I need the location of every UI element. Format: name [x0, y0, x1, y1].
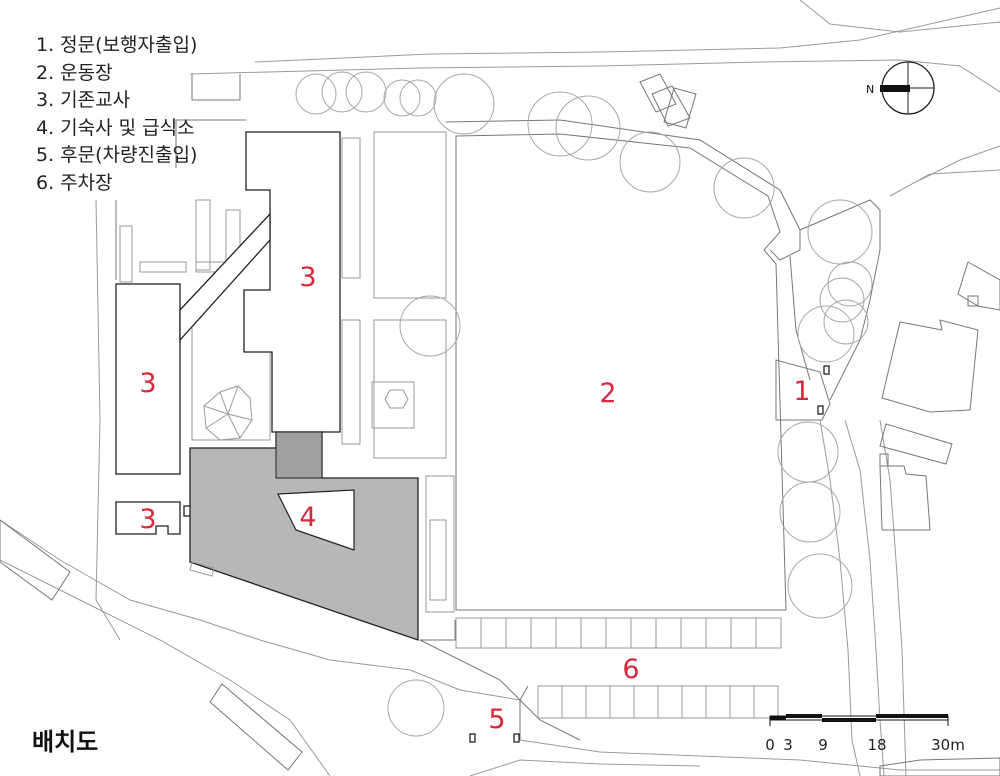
legend-item-main-gate: 1. 정문(보행자출입) — [36, 34, 198, 56]
scale-tick-30m: 30m — [931, 736, 965, 754]
legend-item-back-gate: 5. 후문(차량진출입) — [36, 144, 198, 166]
trees — [203, 71, 873, 737]
site-boundary — [115, 74, 881, 741]
label-dorm: 4 — [299, 502, 316, 533]
label-school-west: 3 — [139, 368, 156, 399]
parking-stalls — [455, 617, 782, 740]
playground — [119, 131, 787, 613]
legend-item-dorm: 4. 기숙사 및 급식소 — [36, 116, 195, 139]
school-buildings — [115, 131, 341, 535]
dormitory-building — [189, 431, 419, 641]
legend-item-parking: 6. 주차장 — [36, 171, 113, 194]
label-parking: 6 — [622, 654, 639, 685]
north-arrow: N — [866, 61, 935, 115]
legend-item-school: 3. 기존교사 — [36, 89, 131, 111]
scale-tick-0: 0 — [765, 736, 775, 754]
neighbor-buildings — [0, 73, 1000, 776]
scale-tick-3: 3 — [783, 736, 793, 754]
drawing-title: 배치도 — [32, 728, 99, 756]
scale-bar: 0 3 9 18 30m — [765, 714, 965, 754]
label-main-gate: 1 — [793, 376, 810, 407]
scale-tick-18: 18 — [867, 736, 886, 754]
label-school-annex: 3 — [139, 504, 156, 535]
legend-item-field: 2. 운동장 — [36, 61, 113, 84]
label-field: 2 — [599, 378, 616, 409]
label-back-gate: 5 — [488, 704, 505, 735]
north-label: N — [866, 83, 874, 96]
label-school-north: 3 — [299, 262, 316, 293]
scale-tick-9: 9 — [818, 736, 828, 754]
legend: 1. 정문(보행자출입) 2. 운동장 3. 기존교사 4. 기숙사 및 급식소… — [36, 32, 197, 197]
